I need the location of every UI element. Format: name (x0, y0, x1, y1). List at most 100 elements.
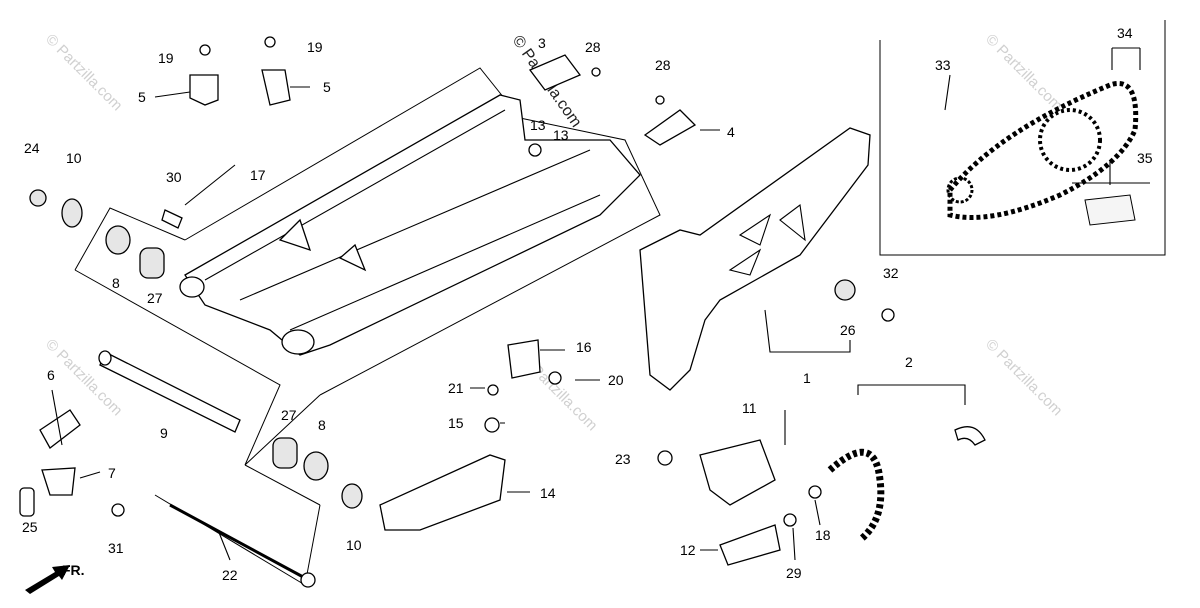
callout: 17 (250, 167, 266, 183)
callout: 13 (553, 127, 569, 143)
bushing-frame-left (74, 207, 186, 271)
leader-14-21 (470, 387, 530, 493)
clamp-5-right (261, 69, 291, 106)
clip-30 (161, 209, 183, 229)
pivot-bolt (169, 503, 306, 580)
leader-17-35 (184, 160, 1150, 206)
rear-sprocket (1038, 108, 1102, 172)
callout: 27 (147, 290, 163, 306)
callout: 16 (576, 339, 592, 355)
bushing-frame-join (244, 464, 321, 506)
watermark-text: © Partzilla.com (982, 31, 1065, 114)
bolt-31 (111, 503, 125, 517)
swingarm-pivot-left (179, 276, 205, 298)
guide-12 (719, 524, 781, 566)
callout: 28 (585, 39, 601, 55)
chain-kit-loop (947, 81, 1139, 220)
master-link-kit (1084, 194, 1136, 226)
callout: 2 (905, 354, 913, 370)
callout: 19 (307, 39, 323, 55)
callout: 12 (680, 542, 696, 558)
callout: 9 (160, 425, 168, 441)
shock-mount-right (338, 243, 367, 272)
callout: 29 (786, 565, 802, 581)
chain-slider (379, 454, 506, 531)
chain-case (639, 127, 871, 391)
callout: 28 (655, 57, 671, 73)
leader-5 (154, 86, 310, 98)
callout-labels: 1 2 3 4 5 5 6 7 8 8 9 10 10 11 12 13 13 … (22, 25, 1153, 583)
clamp-5-left (189, 74, 219, 106)
washer-13 (528, 143, 542, 157)
bolt-18 (808, 485, 822, 499)
callout: 19 (158, 50, 174, 66)
washer-10-upper (61, 198, 83, 228)
callout: 10 (66, 150, 82, 166)
watermark-text: © Partzilla.com (42, 31, 125, 114)
front-arrow-label: FR. (62, 562, 85, 578)
callout: 31 (108, 540, 124, 556)
leader-16-20 (500, 349, 600, 424)
callout: 22 (222, 567, 238, 583)
screw-28-upper (591, 67, 601, 77)
callout: 11 (742, 400, 757, 416)
callout: 18 (815, 527, 831, 543)
chain-joint (954, 426, 986, 446)
leader-18-29 (792, 499, 821, 561)
guide-11 (699, 439, 776, 506)
bushing-8-upper (105, 225, 131, 255)
callout: 35 (1137, 150, 1153, 166)
callout: 24 (24, 140, 40, 156)
pivot-shaft-end (98, 350, 112, 366)
bolt-21 (487, 384, 499, 396)
leader-22 (217, 529, 231, 561)
washer-10-lower (341, 483, 363, 509)
callout: 3 (538, 35, 546, 51)
callout: 23 (615, 451, 631, 467)
callout: 8 (318, 417, 326, 433)
callout: 8 (112, 275, 120, 291)
nut-24 (29, 189, 47, 207)
callout: 1 (803, 370, 811, 386)
callout: 4 (727, 124, 735, 140)
watermark-text: © Partzilla.com (982, 336, 1065, 419)
callout: 21 (448, 380, 464, 396)
callout: 13 (530, 117, 546, 133)
bolt-32 (881, 308, 895, 322)
bolt-29 (783, 513, 797, 527)
callout: 27 (281, 407, 297, 423)
swingarm-pivot-right (281, 329, 315, 355)
nut-23 (657, 450, 673, 466)
swingarm-detail (204, 109, 601, 331)
plate-16 (507, 339, 541, 379)
bushing-8-lower (303, 451, 329, 481)
callout: 25 (22, 519, 38, 535)
collar-27-lower (272, 437, 298, 469)
adjuster-6 (39, 409, 81, 449)
bracket-4 (643, 109, 697, 146)
callout: 14 (540, 485, 556, 501)
leader-2 (857, 384, 966, 405)
callout: 5 (138, 89, 146, 105)
adjuster-7 (41, 467, 76, 496)
screw-19-left (199, 44, 211, 56)
bolt-15 (484, 417, 500, 433)
callout: 7 (108, 465, 116, 481)
leader-33-34 (944, 47, 1141, 111)
chain-case-cutouts (728, 204, 806, 276)
callout: 34 (1117, 25, 1133, 41)
drive-chain (827, 448, 885, 543)
pivot-shaft (99, 351, 241, 433)
callout: 32 (883, 265, 899, 281)
screw-19-right (264, 36, 276, 48)
leader-lines (51, 47, 1150, 561)
callout: 6 (47, 367, 55, 383)
callout: 30 (166, 169, 182, 185)
pin-25 (19, 487, 35, 517)
callout: 15 (448, 415, 464, 431)
swingarm (179, 94, 641, 356)
callout: 5 (323, 79, 331, 95)
swingarm-frame-right (319, 117, 661, 396)
leader-6 (51, 389, 63, 446)
